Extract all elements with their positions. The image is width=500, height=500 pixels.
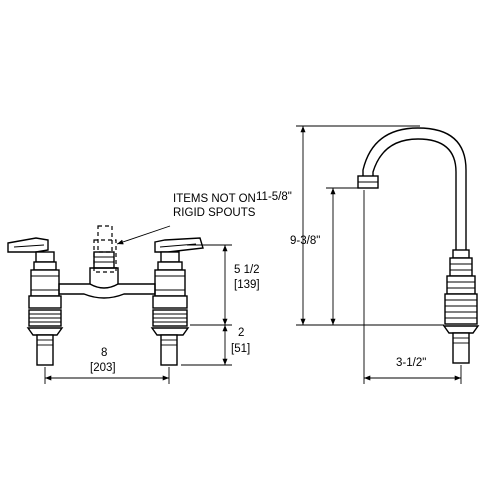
left-lever-handle: [7, 237, 49, 253]
shank-dimension: 2 [51]: [181, 325, 250, 366]
side-valve-body: [442, 249, 480, 364]
cross-body: [58, 283, 156, 299]
spout-reach-label: 3-1/2": [396, 357, 426, 369]
spout-reach-dimension: 3-1/2": [363, 190, 462, 384]
overall-height-dimension: 11-5/8": [256, 125, 444, 326]
note-line-1: ITEMS NOT ON: [173, 193, 256, 205]
height-inches-label: 5 1/2: [234, 264, 260, 276]
gooseneck-spout: [357, 127, 467, 250]
height-dimension: 5 1/2 [139]: [187, 244, 260, 326]
note-leader: [116, 225, 171, 245]
overall-height-label: 11-5/8": [256, 191, 292, 203]
centers-mm-label: [203]: [90, 362, 116, 374]
shank-inches-label: 2: [238, 327, 244, 339]
height-mm-label: [139]: [234, 279, 260, 291]
spout-base: [89, 225, 119, 284]
centers-dimension: 8 [203]: [44, 347, 170, 384]
shank-mm-label: [51]: [231, 343, 250, 355]
note-line-2: RIGID SPOUTS: [173, 207, 256, 219]
faucet-side-view: 11-5/8" 9-3/8" 3-1/2": [256, 125, 480, 384]
faucet-front-view: ITEMS NOT ON RIGID SPOUTS 5 1/2 [139] 2 …: [7, 193, 260, 384]
left-valve-body: [26, 251, 64, 366]
right-lever-handle: [154, 237, 204, 253]
centers-inches-label: 8: [101, 347, 107, 359]
spout-height-dimension: 9-3/8": [290, 187, 358, 325]
right-valve-body: [150, 251, 190, 366]
spout-height-label: 9-3/8": [290, 235, 320, 247]
